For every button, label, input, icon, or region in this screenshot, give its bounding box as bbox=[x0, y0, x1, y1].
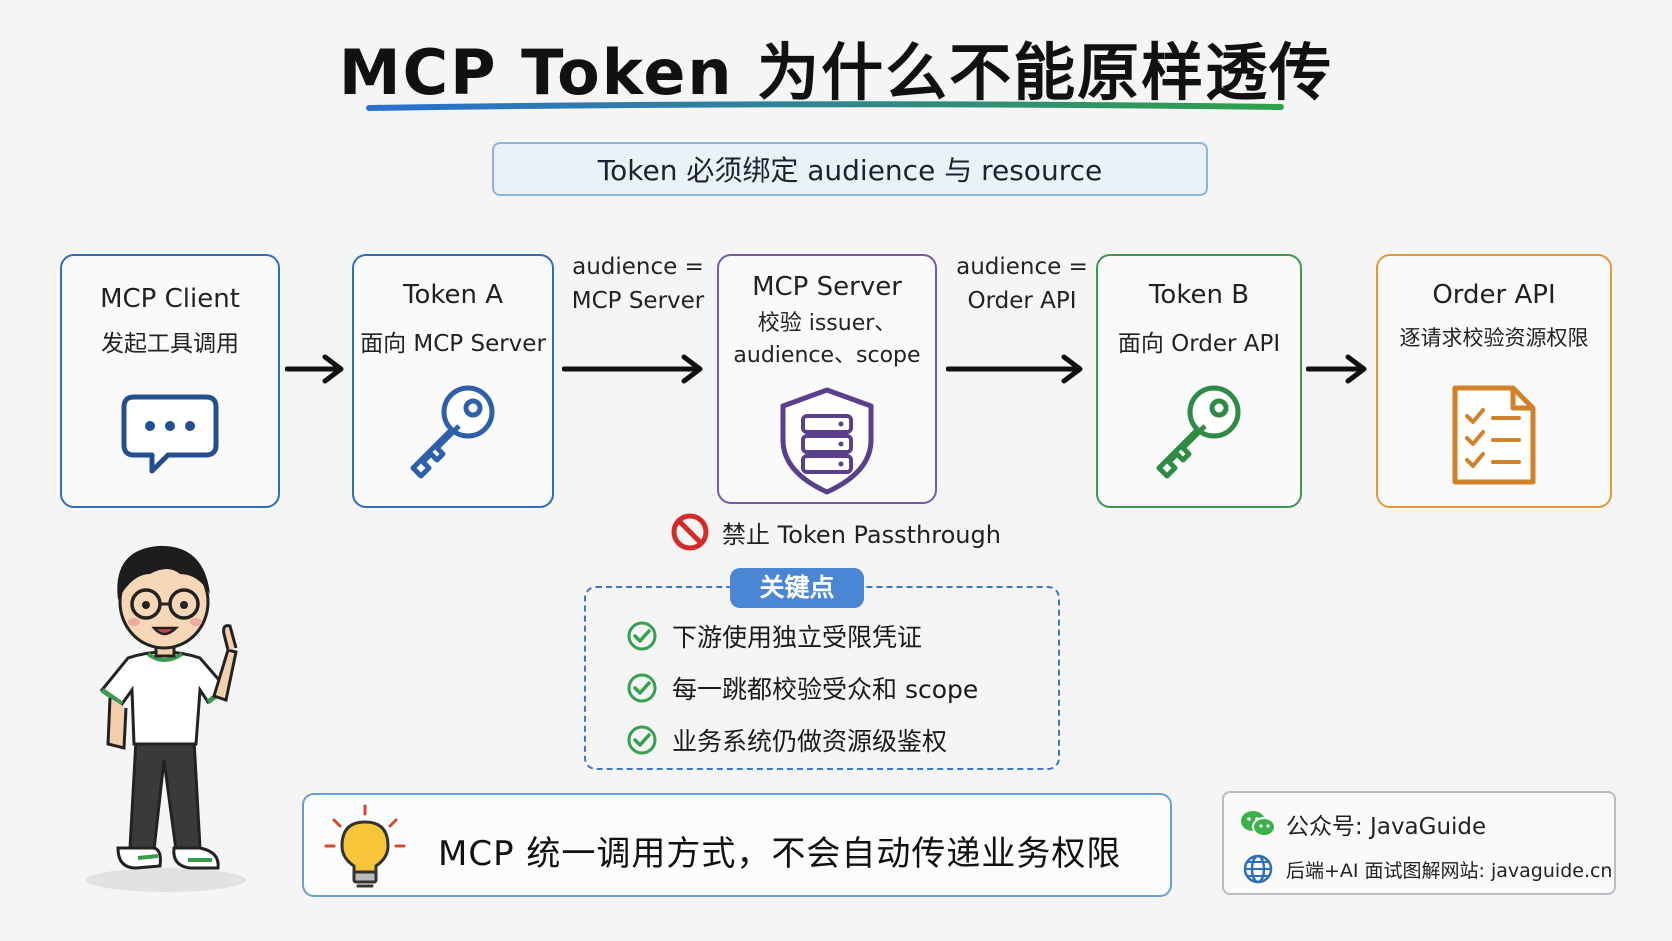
node-mcp-server-desc-1: 校验 issuer、 bbox=[757, 311, 897, 336]
key-point-text: 业务系统仍做资源级鉴权 bbox=[672, 727, 948, 756]
node-mcp-client-desc: 发起工具调用 bbox=[101, 331, 239, 357]
edge-label-b-line2: Order API bbox=[967, 288, 1077, 314]
node-order-api-desc: 逐请求校验资源权限 bbox=[1399, 326, 1589, 350]
node-token-b-title: Token B bbox=[1148, 280, 1250, 310]
footer-wechat-text: 公众号: JavaGuide bbox=[1286, 814, 1487, 840]
key-point-item: 下游使用独立受限凭证 bbox=[626, 618, 978, 654]
node-mcp-server: MCP Server 校验 issuer、 audience、scope bbox=[717, 254, 937, 504]
node-token-a-desc: 面向 MCP Server bbox=[360, 331, 546, 357]
key-point-text: 每一跳都校验受众和 scope bbox=[672, 675, 979, 704]
wechat-icon bbox=[1241, 811, 1276, 837]
no-passthrough-note: 禁止 Token Passthrough bbox=[670, 512, 1001, 552]
node-order-api-title: Order API bbox=[1432, 280, 1556, 310]
key-point-item: 业务系统仍做资源级鉴权 bbox=[626, 722, 978, 758]
key-points-box: 下游使用独立受限凭证 每一跳都校验受众和 scope 业务系统仍做资源级鉴权 bbox=[584, 586, 1060, 770]
node-mcp-server-desc-2: audience、scope bbox=[733, 343, 921, 368]
check-circle-icon bbox=[627, 725, 657, 755]
edge-label-a-to-server: audience = MCP Server bbox=[568, 250, 708, 318]
page-title: MCP Token 为什么不能原样透传 bbox=[338, 36, 1334, 109]
chat-bubble-icon bbox=[121, 394, 219, 474]
node-token-b-desc: 面向 Order API bbox=[1117, 331, 1281, 357]
cartoon-boy-illustration bbox=[86, 545, 246, 892]
footer-row-wechat: 公众号: JavaGuide bbox=[1240, 807, 1612, 841]
footer-website-link[interactable]: 后端+AI 面试图解网站: javaguide.cn bbox=[1286, 859, 1613, 882]
no-passthrough-text: 禁止 Token Passthrough bbox=[722, 520, 1001, 549]
key-point-item: 每一跳都校验受众和 scope bbox=[626, 670, 978, 706]
edge-label-a-line1: audience = bbox=[572, 254, 704, 280]
checklist-icon bbox=[1452, 385, 1536, 485]
check-circle-icon bbox=[627, 621, 657, 651]
bottom-note-text: MCP 统一调用方式，不会自动传递业务权限 bbox=[438, 834, 1122, 874]
check-circle-icon bbox=[627, 673, 657, 703]
subtitle-box: Token 必须绑定 audience 与 resource bbox=[492, 142, 1208, 196]
key-points-tag: 关键点 bbox=[730, 568, 864, 608]
globe-icon bbox=[1243, 854, 1273, 884]
edge-label-server-to-b: audience = Order API bbox=[952, 250, 1092, 318]
key-icon bbox=[1156, 385, 1241, 479]
arrow-token-a-to-server bbox=[562, 354, 703, 384]
edge-label-a-line2: MCP Server bbox=[571, 288, 705, 314]
key-point-text: 下游使用独立受限凭证 bbox=[672, 623, 923, 652]
edge-label-b-line1: audience = bbox=[956, 254, 1088, 280]
prohibited-icon bbox=[671, 513, 709, 551]
node-token-b: Token B 面向 Order API bbox=[1096, 254, 1302, 508]
subtitle-text: Token 必须绑定 audience 与 resource bbox=[597, 154, 1103, 187]
footer-box: 公众号: JavaGuide 后端+AI 面试图解网站: javaguide.c… bbox=[1222, 791, 1616, 895]
node-token-a-title: Token A bbox=[402, 280, 504, 310]
lightbulb-icon bbox=[324, 804, 406, 888]
node-mcp-client-title: MCP Client bbox=[100, 284, 240, 314]
title-underline bbox=[366, 101, 1284, 111]
node-mcp-server-title: MCP Server bbox=[752, 272, 902, 302]
arrow-server-to-token-b bbox=[946, 354, 1083, 384]
bottom-note-box bbox=[302, 793, 1172, 897]
arrow-token-b-to-order bbox=[1306, 354, 1367, 384]
shield-server-icon bbox=[780, 387, 874, 495]
node-mcp-client: MCP Client 发起工具调用 bbox=[60, 254, 280, 508]
node-order-api: Order API 逐请求校验资源权限 bbox=[1376, 254, 1612, 508]
key-icon bbox=[410, 385, 495, 479]
arrow-client-to-token-a bbox=[285, 354, 344, 384]
node-token-a: Token A 面向 MCP Server bbox=[352, 254, 554, 508]
footer-row-website: 后端+AI 面试图解网站: javaguide.cn bbox=[1240, 853, 1612, 885]
